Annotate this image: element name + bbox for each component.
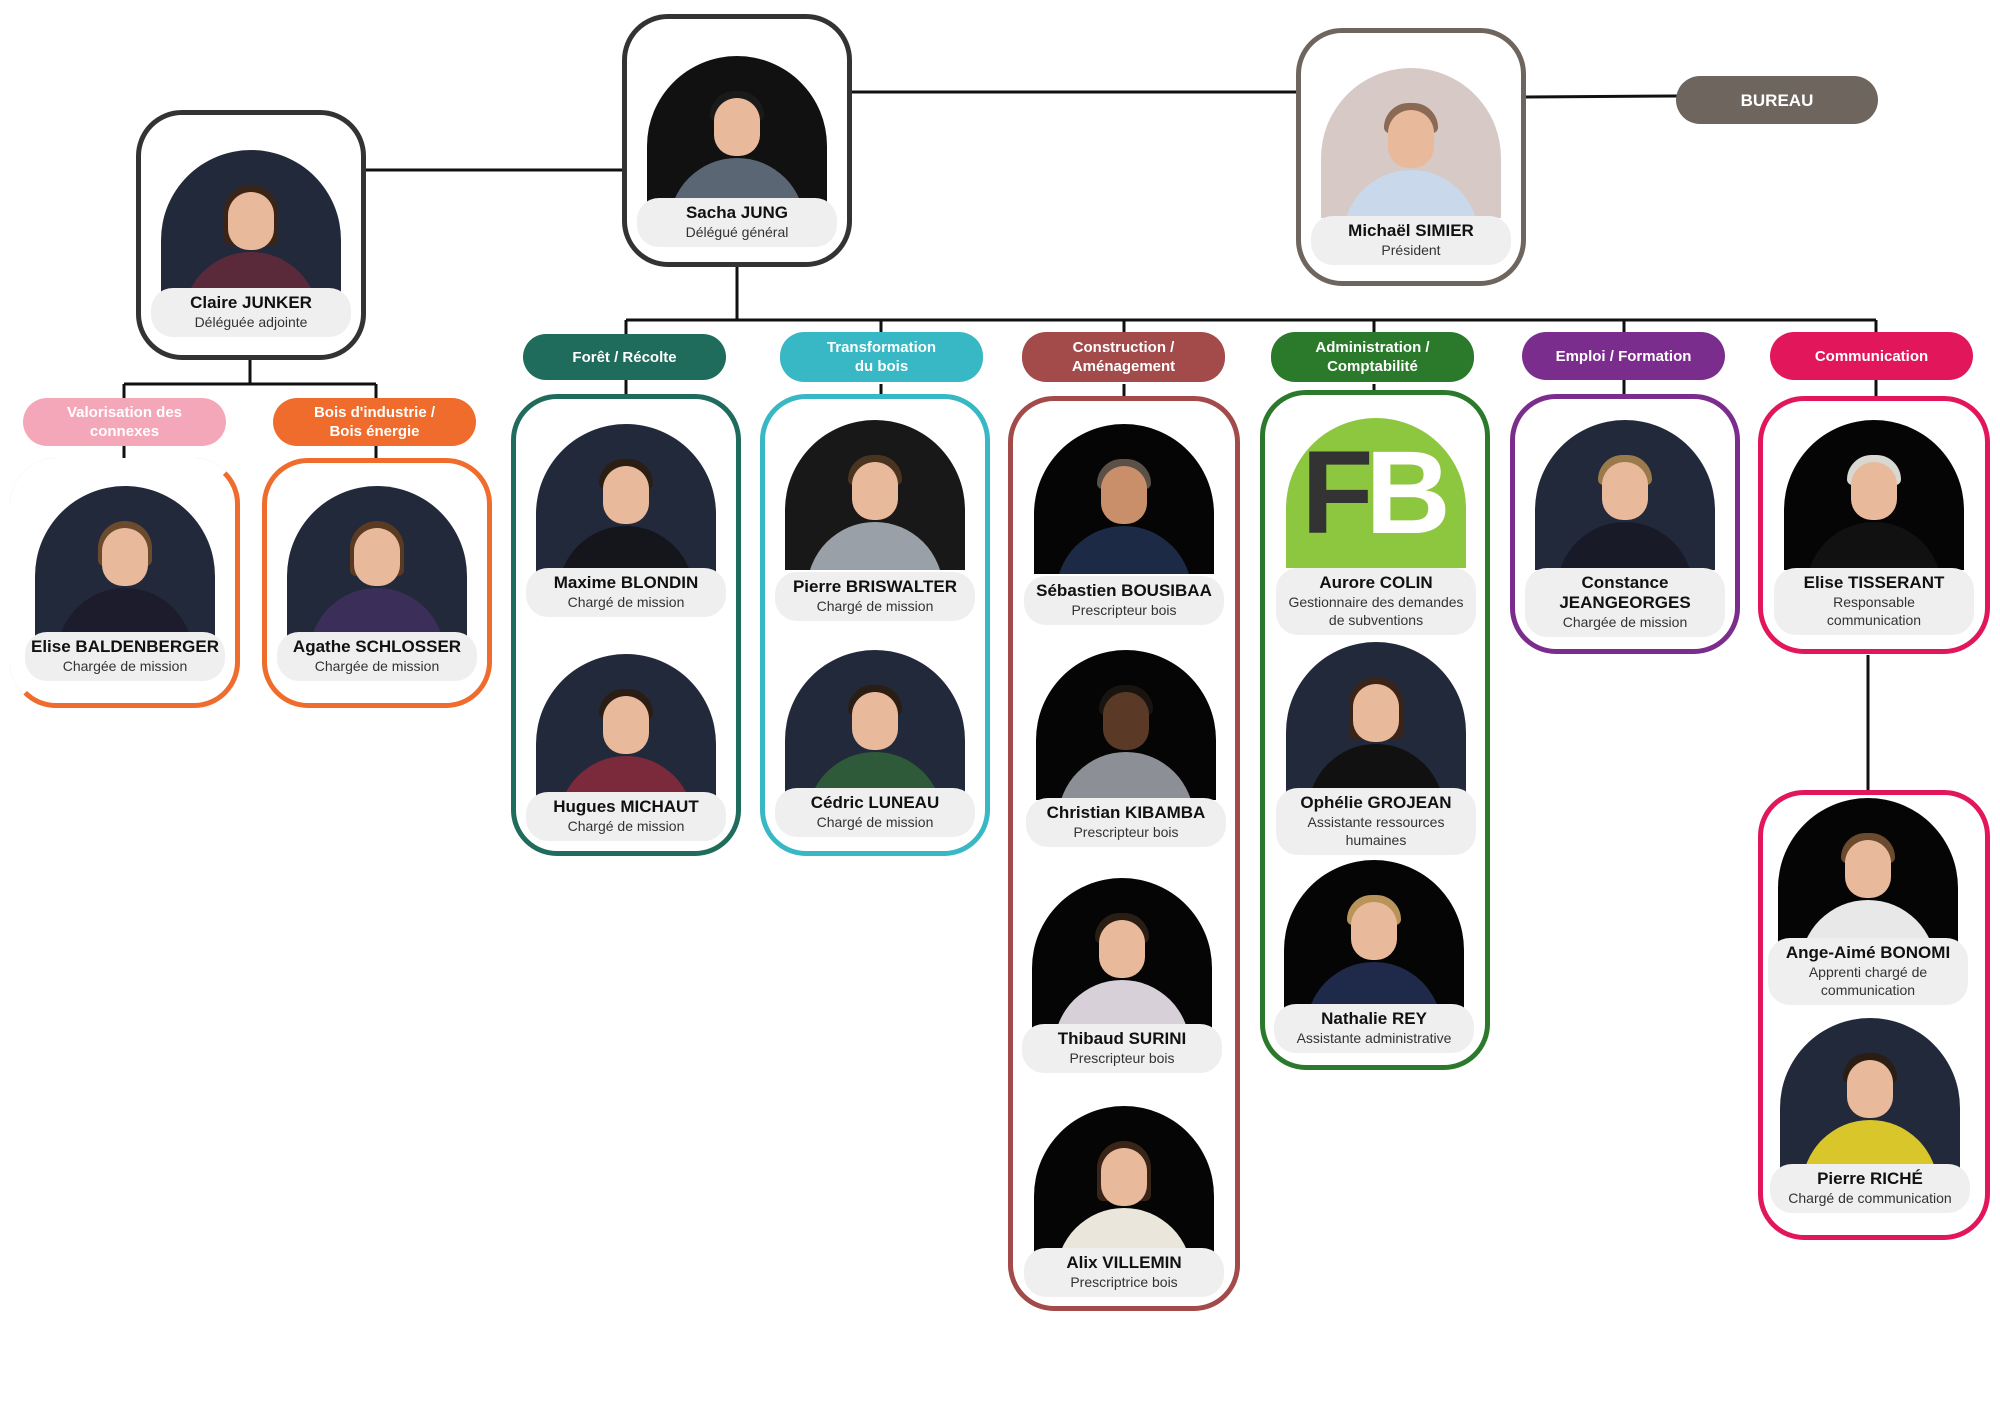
person-role: Prescriptrice bois bbox=[1070, 1274, 1178, 1290]
person-role: Chargée de mission bbox=[62, 658, 188, 674]
person-name: Sacha JUNG bbox=[685, 203, 789, 222]
person-name: Sébastien BOUSIBAA bbox=[1036, 581, 1212, 600]
person-role: Chargé de mission bbox=[567, 818, 685, 834]
avatar bbox=[1321, 68, 1501, 218]
person-name: Agathe SCHLOSSER bbox=[292, 637, 462, 656]
person-role: Prescripteur bois bbox=[1069, 1050, 1175, 1066]
person-role: Prescripteur bois bbox=[1073, 824, 1179, 840]
person-name: Christian KIBAMBA bbox=[1046, 803, 1206, 822]
dept-foret-recolte[interactable]: Forêt / Récolte bbox=[523, 334, 726, 380]
avatar bbox=[287, 486, 467, 636]
avatar bbox=[536, 424, 716, 574]
person-role: Assistante administrative bbox=[1296, 1030, 1452, 1046]
person-name: Hugues MICHAUT bbox=[553, 797, 699, 816]
person-role: Chargé de mission bbox=[816, 598, 934, 614]
avatar bbox=[1780, 1018, 1960, 1168]
avatar bbox=[785, 420, 965, 570]
person-name: Maxime BLONDIN bbox=[553, 573, 699, 592]
avatar bbox=[1535, 420, 1715, 570]
person-role: Assistante ressources humaines bbox=[1307, 814, 1445, 848]
person-role: Chargé de communication bbox=[1788, 1190, 1952, 1206]
dept-emploi-formation[interactable]: Emploi / Formation bbox=[1522, 332, 1725, 380]
dept-construction[interactable]: Construction / Aménagement bbox=[1022, 332, 1225, 382]
person-name: Claire JUNKER bbox=[190, 293, 312, 312]
dept-transformation[interactable]: Transformation du bois bbox=[780, 332, 983, 382]
avatar bbox=[1032, 878, 1212, 1028]
dept-administration[interactable]: Administration / Comptabilité bbox=[1271, 332, 1474, 382]
person-role: Prescripteur bois bbox=[1071, 602, 1177, 618]
person-name: Cédric LUNEAU bbox=[810, 793, 940, 812]
person-name: Michaël SIMIER bbox=[1348, 221, 1474, 240]
avatar bbox=[1284, 860, 1464, 1010]
dept-bois-industrie[interactable]: Bois d'industrie / Bois énergie bbox=[273, 398, 476, 446]
person-role: Responsable communication bbox=[1826, 594, 1922, 628]
person-name: Elise TISSERANT bbox=[1803, 573, 1945, 592]
person-role: Chargée de mission bbox=[314, 658, 440, 674]
avatar bbox=[1034, 424, 1214, 574]
person-role: Déléguée adjointe bbox=[194, 314, 308, 330]
person-name: Pierre RICHÉ bbox=[1817, 1169, 1923, 1188]
dept-communication[interactable]: Communication bbox=[1770, 332, 1973, 380]
avatar bbox=[161, 150, 341, 300]
dept-valorisation-connexes[interactable]: Valorisation des connexes bbox=[23, 398, 226, 446]
person-name: Nathalie REY bbox=[1321, 1009, 1427, 1028]
person-role: Chargé de mission bbox=[567, 594, 685, 610]
bureau-badge[interactable]: BUREAU bbox=[1676, 76, 1878, 124]
person-name: Thibaud SURINI bbox=[1057, 1029, 1187, 1048]
avatar bbox=[35, 486, 215, 636]
person-role: Président bbox=[1381, 242, 1441, 258]
person-name: Constance JEANGEORGES bbox=[1559, 573, 1691, 612]
avatar bbox=[1036, 650, 1216, 800]
avatar bbox=[1784, 420, 1964, 570]
person-name: Ophélie GROJEAN bbox=[1300, 793, 1452, 812]
person-role: Chargée de mission bbox=[1562, 614, 1688, 630]
person-role: Gestionnaire des demandes de subventions bbox=[1288, 594, 1464, 628]
avatar bbox=[1286, 642, 1466, 792]
person-role: Chargé de mission bbox=[816, 814, 934, 830]
person-role: Apprenti chargé de communication bbox=[1808, 964, 1928, 998]
person-name: Pierre BRISWALTER bbox=[792, 577, 958, 596]
person-name: Aurore COLIN bbox=[1319, 573, 1433, 592]
person-name: Elise BALDENBERGER bbox=[31, 637, 219, 656]
person-name: Ange-Aimé BONOMI bbox=[1785, 943, 1951, 962]
person-role: Délégué général bbox=[685, 224, 789, 240]
person-name: Alix VILLEMIN bbox=[1066, 1253, 1182, 1272]
